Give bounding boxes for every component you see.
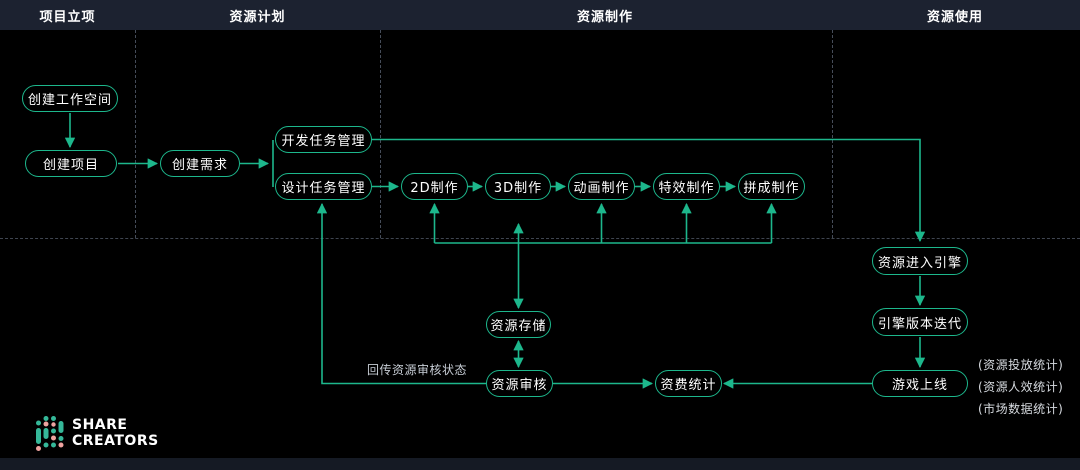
annotation-placement-stats: (资源投放统计)	[978, 358, 1064, 372]
node-game-launch: 游戏上线	[872, 370, 968, 397]
edge-review-feedback	[316, 202, 486, 385]
share-creators-logo: SHARE CREATORS	[35, 415, 159, 453]
label-review-feedback: 回传资源审核状态	[367, 363, 468, 377]
node-create-demand: 创建需求	[160, 150, 240, 177]
lane-title-asset-planning: 资源计划	[229, 9, 286, 25]
node-engine-iteration: 引擎版本迭代	[872, 308, 968, 336]
node-design-task-mgmt: 设计任务管理	[275, 173, 372, 200]
bottom-strip	[0, 458, 1080, 470]
edge-devtask-engine	[372, 138, 926, 243]
row-divider	[0, 238, 1080, 239]
swimlane-header: 项目立项 资源计划 资源制作 资源使用	[0, 0, 1080, 30]
logo-line1: SHARE	[72, 417, 128, 434]
logo-wordmark: SHARE CREATORS	[72, 418, 159, 449]
node-create-workspace: 创建工作空间	[22, 85, 118, 112]
lane-title-project-initiation: 项目立项	[39, 9, 96, 25]
annotation-market-stats: (市场数据统计)	[978, 402, 1064, 416]
node-animation: 动画制作	[568, 173, 635, 200]
lane-title-asset-production: 资源制作	[576, 9, 633, 25]
lane-divider-2	[380, 0, 381, 238]
node-asset-review: 资源审核	[486, 370, 553, 397]
node-fee-stats: 资费统计	[655, 370, 722, 397]
lane-divider-3	[832, 0, 833, 238]
node-dev-task-mgmt: 开发任务管理	[275, 126, 372, 153]
node-assembly: 拼成制作	[738, 173, 805, 200]
logo-dot-matrix-icon	[36, 416, 64, 451]
lane-divider-1	[135, 0, 136, 238]
logo-line2: CREATORS	[72, 433, 159, 449]
node-vfx: 特效制作	[653, 173, 720, 200]
node-asset-into-engine: 资源进入引擎	[872, 247, 968, 275]
node-asset-storage: 资源存储	[486, 311, 551, 338]
node-3d-production: 3D制作	[485, 173, 551, 200]
annotation-efficiency-stats: (资源人效统计)	[978, 380, 1064, 394]
lane-title-asset-usage: 资源使用	[926, 9, 983, 25]
node-2d-production: 2D制作	[401, 173, 468, 200]
node-create-project: 创建项目	[25, 150, 117, 177]
